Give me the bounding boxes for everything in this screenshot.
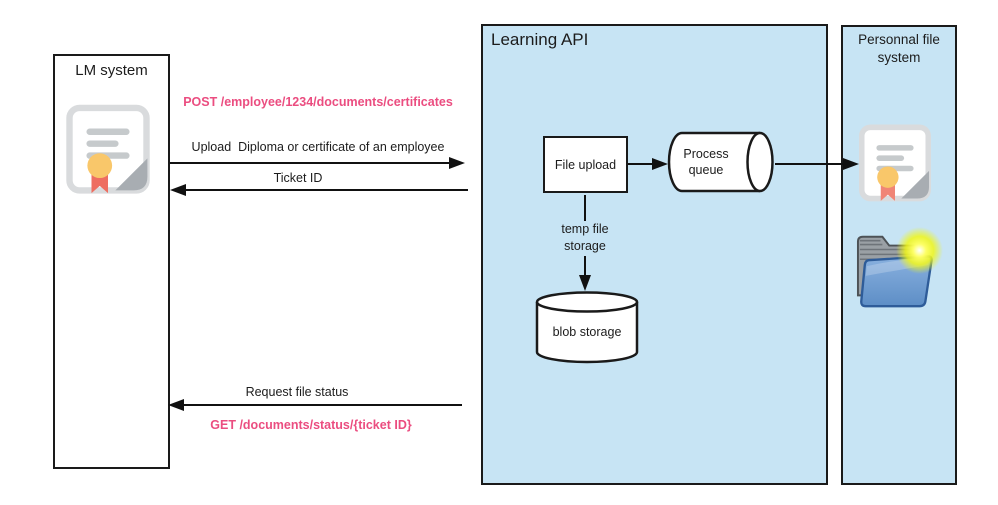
- get-endpoint-label: GET /documents/status/{ticket ID}: [210, 418, 412, 432]
- arrow-request-line: [182, 404, 462, 406]
- temp-storage-line: [584, 195, 586, 221]
- arrow-request-head-icon: [168, 399, 184, 411]
- arrow-temp-blob-line: [584, 256, 586, 276]
- arrow-ticket-line: [184, 189, 468, 191]
- process-queue-node: [667, 131, 774, 193]
- new-folder-icon: [856, 227, 943, 308]
- temp-storage-label: temp file storage: [561, 222, 609, 253]
- lm-system-title: LM system: [75, 62, 148, 79]
- post-endpoint-label: POST /employee/1234/documents/certificat…: [183, 95, 453, 109]
- arrow-queue-pfs-line: [775, 163, 845, 165]
- file-upload-node: File upload: [543, 136, 628, 193]
- learning-api-title: Learning API: [491, 30, 589, 49]
- blob-storage-node: [535, 291, 639, 364]
- arrow-upload-head-icon: [449, 157, 465, 169]
- arrow-ticket-head-icon: [170, 184, 186, 196]
- upload-message-label: Upload Diploma or certificate of an empl…: [191, 140, 445, 154]
- blob-storage-label: blob storage: [552, 325, 622, 339]
- learning-api-lane: Learning API: [481, 24, 828, 485]
- certificate-icon: [858, 124, 932, 202]
- arrow-upload-line: [170, 162, 452, 164]
- arrow-fileupload-queue-head-icon: [652, 158, 668, 170]
- arrow-temp-blob-head-icon: [579, 275, 591, 291]
- arrow-fileupload-queue-line: [628, 163, 654, 165]
- ticket-id-label: Ticket ID: [273, 171, 323, 185]
- arrow-queue-pfs-head-icon: [843, 158, 859, 170]
- request-status-label: Request file status: [245, 385, 349, 399]
- certificate-icon: [66, 104, 150, 194]
- file-upload-label: File upload: [554, 157, 617, 172]
- personnal-file-system-title: Personnal file system: [858, 32, 940, 66]
- process-queue-label: Process queue: [683, 146, 729, 177]
